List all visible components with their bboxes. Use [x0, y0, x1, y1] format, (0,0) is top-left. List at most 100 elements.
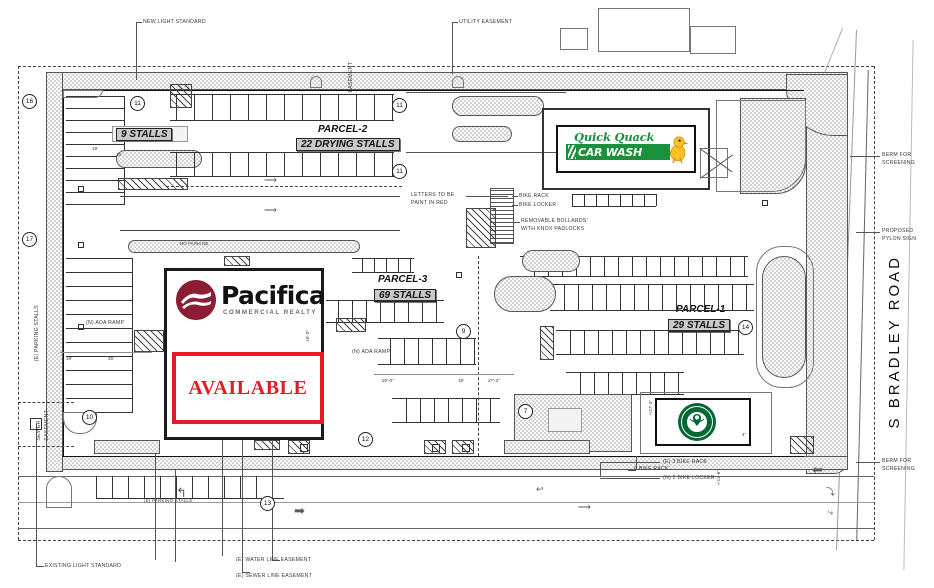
parking-row-parcel3-lower — [378, 338, 478, 366]
label-new-bike-locker: (N) 2 BIKE LOCKER — [663, 475, 715, 481]
quick-quack-slash-icon — [568, 145, 576, 159]
street-label-s-bradley-road: S BRADLEY ROAD — [886, 255, 903, 429]
traffic-arrow-right-1: ➡ — [294, 503, 305, 518]
offsite-building-2 — [690, 26, 736, 54]
sewer-easement-box-bottom — [18, 446, 74, 447]
traffic-arrow-merge-down: ⤷ — [828, 507, 834, 517]
crosswalk-hatch-south-2 — [424, 440, 446, 454]
leader-bike-rack — [512, 196, 518, 197]
parking-stalls-west-lower — [66, 258, 146, 448]
landscape-island-west — [116, 150, 202, 168]
parking-row-east-3 — [556, 330, 746, 356]
leader-e-bike-rack — [600, 462, 601, 476]
pacifica-text-block: Pacifica COMMERCIAL REALTY — [221, 281, 326, 317]
dimension-25-a: 25' — [116, 152, 122, 157]
leader-sewer-easement-h — [242, 572, 250, 573]
entry-drive-edge-top — [406, 92, 566, 93]
dimension-line-lower-left — [60, 352, 152, 353]
label-easement-vertical: EASEMENT — [348, 62, 354, 93]
callout-13: 13 — [260, 496, 275, 511]
traffic-arrow-left-1: ⬅ — [812, 462, 823, 477]
parking-row-parcel3-bottom — [392, 398, 502, 424]
crosswalk-hatch-w — [118, 178, 188, 190]
property-line-bottom — [18, 540, 874, 541]
car-wash-tunnel-outline — [542, 108, 710, 190]
quick-quack-banner: CAR WASH — [566, 144, 670, 160]
parking-row-parcel3-mid — [326, 300, 446, 324]
leader-new-light-standard-h — [136, 22, 142, 23]
drive-loop-east — [756, 246, 814, 388]
curb-return-west-top — [63, 90, 103, 98]
utility-structure-1 — [310, 76, 322, 88]
traffic-arrow-merge-up: ⤵ — [826, 487, 836, 497]
callout-16: 16 — [22, 94, 37, 109]
leader-sewer-easement-drop — [242, 440, 243, 572]
pacifica-tagline: COMMERCIAL REALTY — [223, 309, 318, 317]
leader-utility-easement-v — [452, 22, 453, 74]
leader-sewer-easement-v — [155, 448, 156, 560]
parcel-1-label: PARCEL-1 — [676, 304, 725, 315]
carwash-drive-loop — [716, 100, 806, 192]
landscape-entry-island-2 — [452, 126, 512, 142]
label-letters-paint-red: LETTERS TO BE PAINT IN RED — [411, 192, 455, 206]
offsite-building-3 — [560, 28, 588, 50]
leader-pylon-sign — [856, 232, 880, 233]
dimension-19-c: 19' — [458, 378, 464, 383]
parking-row-east-2 — [550, 284, 756, 312]
dimension-25-b: 25' — [108, 356, 114, 361]
landscape-island-east-3 — [762, 256, 806, 378]
landscape-island-east-1 — [522, 250, 580, 272]
pacifica-wordmark: Pacifica — [221, 281, 326, 311]
label-sewer-line-easement: (E) SEWER LINE EASEMENT — [236, 573, 313, 579]
starbucks-drive-thru-lane — [640, 392, 772, 454]
landscape-island-east-2 — [494, 276, 556, 312]
parcel-2-stalls: 22 DRYING STALLS — [296, 138, 400, 151]
vacuum-stall-row — [572, 194, 658, 208]
label-berm-screening-bottom: BERM FOR SCREENING — [882, 458, 916, 472]
label-proposed-pylon-sign: PROPOSED PYLON SIGN — [882, 228, 917, 242]
label-berm-screening-top: BERM FOR SCREENING — [882, 152, 916, 166]
ada-ramp-hatch-2 — [134, 330, 164, 352]
callout-14: 14 — [738, 320, 753, 335]
property-line-right — [874, 66, 875, 540]
entry-hatch-building-south — [254, 440, 280, 450]
leader-berm-bottom — [856, 462, 880, 463]
dimension-19-a: 19' — [92, 146, 98, 151]
callout-11-c: 11 — [392, 164, 407, 179]
transformer-pad-4 — [78, 324, 84, 330]
landscape-perimeter-south — [62, 456, 848, 470]
dimension-19-b: 19' — [66, 356, 72, 361]
leader-water-line-v — [222, 440, 223, 556]
leader-6-bike-rack-v — [636, 456, 637, 470]
dimension-line-lower-mid — [374, 374, 514, 375]
property-line-top — [18, 66, 874, 67]
landscape-entry-island — [452, 96, 544, 116]
trash-enclosure — [548, 408, 582, 432]
available-label: AVAILABLE — [188, 376, 308, 399]
label-ada-ramp-2: (N) ADA RAMP — [352, 349, 391, 355]
label-bike-locker: BIKE LOCKER — [519, 202, 557, 208]
parcel-3-label: PARCEL-3 — [378, 274, 428, 285]
leader-bollards — [514, 222, 520, 223]
ada-path-east — [540, 326, 554, 360]
label-removable-bollards: REMOVABLE BOLLARDS' WITH KNOX PADLOCKS — [521, 218, 588, 232]
leader-existing-light-v — [36, 424, 37, 566]
street-edge-north — [18, 476, 874, 477]
label-ada-ramp-1: (N) ADA RAMP — [86, 320, 125, 326]
leader-existing-light-h — [36, 566, 44, 567]
landscape-island-sw — [94, 440, 160, 454]
parcel-divider-center — [478, 256, 479, 456]
leader-berm-top — [850, 156, 880, 157]
stall-count-9: 9 STALLS — [116, 128, 173, 141]
bollard-zone-hatch — [466, 208, 496, 248]
crosswalk-hatch-south-3 — [452, 440, 474, 454]
leader-bike-locker — [512, 205, 518, 206]
label-six-bike-rack: 6 BIKE RACK — [634, 466, 669, 472]
leader-6-bike-rack-h — [628, 470, 636, 471]
traffic-arrow-u-turn: ↰ — [176, 485, 187, 500]
dimension-27-3: 27'-3" — [488, 378, 500, 383]
crosswalk-hatch-east — [790, 436, 814, 454]
callout-10: 10 — [82, 410, 97, 425]
starbucks-logo — [678, 403, 716, 441]
